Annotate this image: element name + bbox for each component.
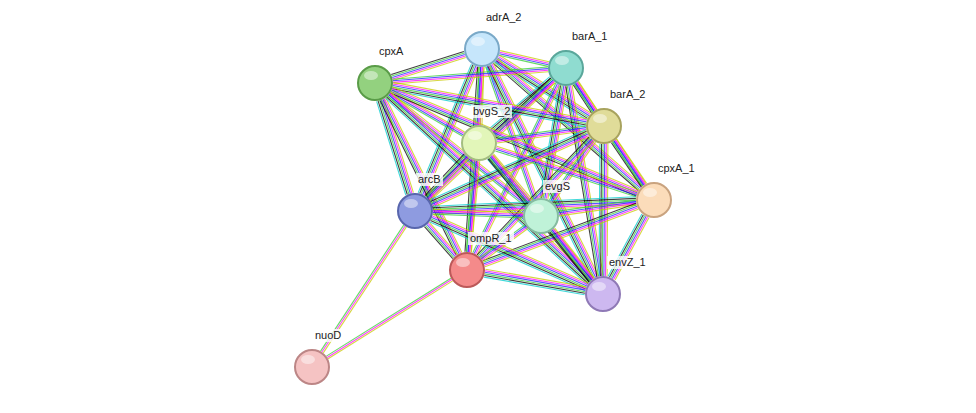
node-label: nuoD — [313, 329, 343, 342]
evidence-line — [495, 151, 636, 197]
node-highlight — [530, 204, 544, 213]
protein-node: ompR_1 — [449, 252, 485, 288]
interaction-edge — [488, 155, 594, 282]
evidence-line — [484, 277, 585, 295]
node-highlight — [301, 355, 315, 364]
evidence-line — [493, 155, 594, 278]
evidence-line — [430, 222, 585, 291]
evidence-line — [393, 72, 548, 84]
node-highlight — [468, 131, 482, 140]
evidence-line — [550, 232, 590, 282]
evidence-line — [392, 90, 638, 193]
evidence-line — [425, 227, 453, 259]
evidence-line — [388, 96, 590, 283]
evidence-line — [612, 216, 646, 278]
evidence-line — [433, 214, 523, 218]
node-label: bvgS_2 — [471, 105, 512, 118]
evidence-line — [389, 95, 591, 282]
evidence-line — [490, 157, 591, 280]
node-label: ompR_1 — [468, 232, 514, 245]
protein-node: bvgS_2 — [461, 125, 497, 161]
node-highlight — [364, 71, 378, 80]
evidence-line — [386, 98, 588, 285]
evidence-line — [393, 87, 587, 123]
node-label: envZ_1 — [607, 256, 648, 269]
interaction-edge — [425, 222, 458, 258]
evidence-line — [488, 159, 589, 282]
node-label: cpxA_1 — [656, 162, 697, 175]
evidence-line — [494, 154, 533, 200]
evidence-line — [614, 141, 644, 185]
protein-node: adrA_2 — [464, 31, 500, 67]
node-label: cpxA — [377, 45, 405, 58]
interaction-edge — [484, 269, 586, 295]
node-label: barA_2 — [608, 88, 647, 101]
node-highlight — [643, 188, 657, 197]
evidence-line — [393, 69, 548, 81]
protein-node: barA_2 — [586, 108, 622, 144]
protein-node: nuoD — [294, 349, 330, 385]
evidence-line — [387, 97, 589, 284]
evidence-line — [390, 94, 592, 281]
evidence-line — [554, 229, 594, 279]
evidence-line — [551, 231, 591, 281]
evidence-line — [485, 272, 586, 290]
interaction-edge — [393, 67, 548, 84]
evidence-line — [393, 70, 548, 82]
protein-node: envZ_1 — [585, 276, 621, 312]
evidence-line — [611, 143, 641, 187]
node-label: evgS — [543, 180, 572, 193]
protein-node: evgS — [523, 198, 559, 234]
evidence-line — [617, 139, 647, 183]
node-label: arcB — [416, 173, 443, 186]
protein-node: arcB — [397, 193, 433, 229]
evidence-line — [431, 219, 586, 288]
interaction-edge — [433, 209, 523, 217]
node-label: adrA_2 — [484, 11, 523, 24]
node-highlight — [456, 258, 470, 267]
protein-node: cpxA_1 — [636, 182, 672, 218]
evidence-line — [393, 84, 587, 120]
evidence-line — [393, 86, 587, 122]
evidence-line — [391, 92, 593, 278]
evidence-line — [326, 278, 451, 356]
protein-node: cpxA — [357, 65, 393, 101]
interaction-edge — [608, 214, 649, 280]
evidence-line — [614, 217, 648, 279]
evidence-line — [327, 280, 451, 358]
evidence-line — [484, 276, 585, 294]
evidence-line — [615, 218, 649, 280]
evidence-line — [393, 67, 548, 79]
protein-node: barA_1 — [548, 50, 584, 86]
interaction-edge — [386, 92, 593, 284]
evidence-line — [328, 281, 453, 359]
evidence-line — [555, 228, 595, 278]
evidence-line — [431, 221, 586, 289]
evidence-line — [552, 230, 592, 280]
interaction-edge — [430, 215, 588, 291]
evidence-line — [489, 158, 590, 281]
node-highlight — [593, 114, 607, 123]
interaction-edge — [326, 278, 452, 359]
node-highlight — [592, 282, 606, 291]
interaction-edge — [550, 228, 595, 282]
evidence-line — [485, 274, 585, 292]
node-highlight — [555, 56, 569, 65]
node-label: barA_1 — [570, 30, 609, 43]
interaction-edge — [611, 139, 646, 187]
node-highlight — [404, 199, 418, 208]
node-highlight — [471, 37, 485, 46]
evidence-line — [613, 142, 643, 186]
evidence-line — [615, 140, 645, 184]
